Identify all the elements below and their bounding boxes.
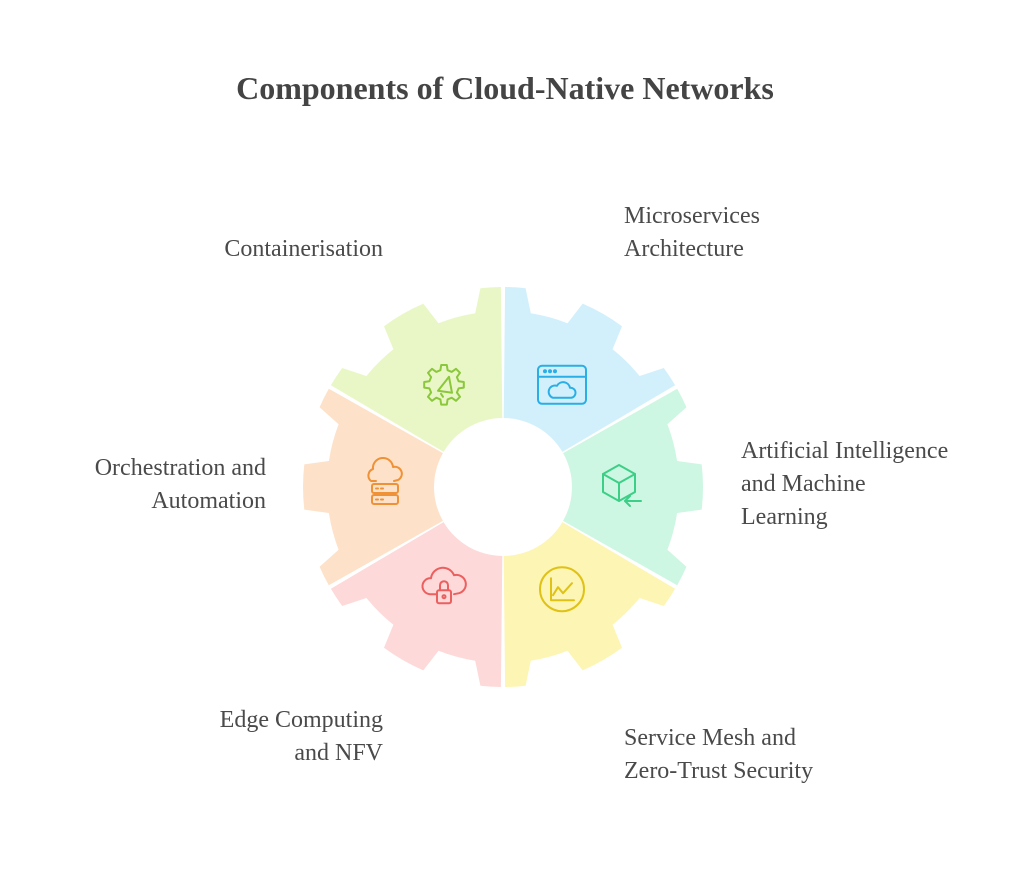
chart-circle-icon: [539, 566, 585, 613]
label-ai-ml: Artificial Intelligence and Machine Lear…: [741, 438, 949, 530]
label-service-mesh: Service Mesh and Zero-Trust Security: [624, 725, 814, 784]
label-containerisation: Containerisation: [224, 236, 383, 262]
label-orchestration: Orchestration and Automation: [94, 455, 266, 514]
diagram-title: Components of Cloud-Native Networks: [236, 70, 774, 106]
cloud-lock-icon: [421, 566, 467, 605]
browser-cloud-icon: [537, 364, 587, 405]
label-edge: Edge Computing and NFV: [219, 707, 383, 766]
gear-megaphone-icon: [423, 363, 465, 406]
gear-segment-ai-ml: [503, 522, 676, 687]
gear-segment-orchestration: [330, 287, 503, 452]
cloud-server-icon: [367, 457, 403, 505]
gear-segment-microservices: [563, 388, 703, 586]
label-microservices: Microservices Architecture: [624, 203, 760, 262]
gear-segment-service-mesh: [330, 522, 503, 687]
cube-arrow-icon: [602, 464, 642, 507]
gear-segment-containerisation: [503, 287, 676, 452]
